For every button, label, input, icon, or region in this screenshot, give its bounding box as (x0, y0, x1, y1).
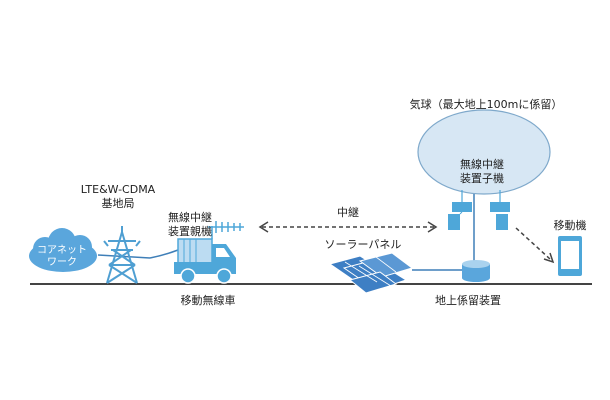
balloon-child-label-line1: 無線中継 (460, 157, 504, 171)
mobile-vehicle-label: 移動無線車 (181, 293, 236, 307)
tower-to-truck-cable (149, 249, 179, 259)
mobile-link-arrow (515, 227, 555, 264)
mooring-device-icon (462, 260, 490, 282)
cloud-icon (29, 228, 97, 272)
relay-label: 中継 (337, 205, 359, 219)
mobile-phone-icon (558, 236, 582, 276)
core-network-label-line1: コアネット (37, 244, 87, 256)
solar-panel-icon (328, 252, 414, 294)
relay-parent-label-line1: 無線中継 (168, 210, 212, 224)
relay-link-arrow (258, 221, 438, 233)
relay-truck-icon (174, 238, 236, 284)
balloon-child-label-line2: 装置子機 (460, 171, 504, 185)
yagi-antenna-icon (208, 221, 244, 239)
mobile-device-label: 移動機 (554, 218, 587, 232)
ground-mooring-label: 地上係留装置 (435, 294, 501, 307)
solar-panel-label: ソーラーパネル (325, 238, 402, 251)
relay-child-unit-icon (448, 190, 510, 262)
transmission-tower-icon (103, 226, 141, 284)
balloon-icon (417, 109, 551, 195)
balloon-title: 気球（最大地上100mに係留） (410, 97, 563, 111)
base-station-label-line2: 基地局 (102, 197, 135, 210)
core-network-label-line2: ワーク (47, 256, 77, 268)
relay-parent-label-line2: 装置親機 (168, 224, 212, 238)
base-station-label-line1: LTE&W-CDMA (81, 183, 156, 196)
